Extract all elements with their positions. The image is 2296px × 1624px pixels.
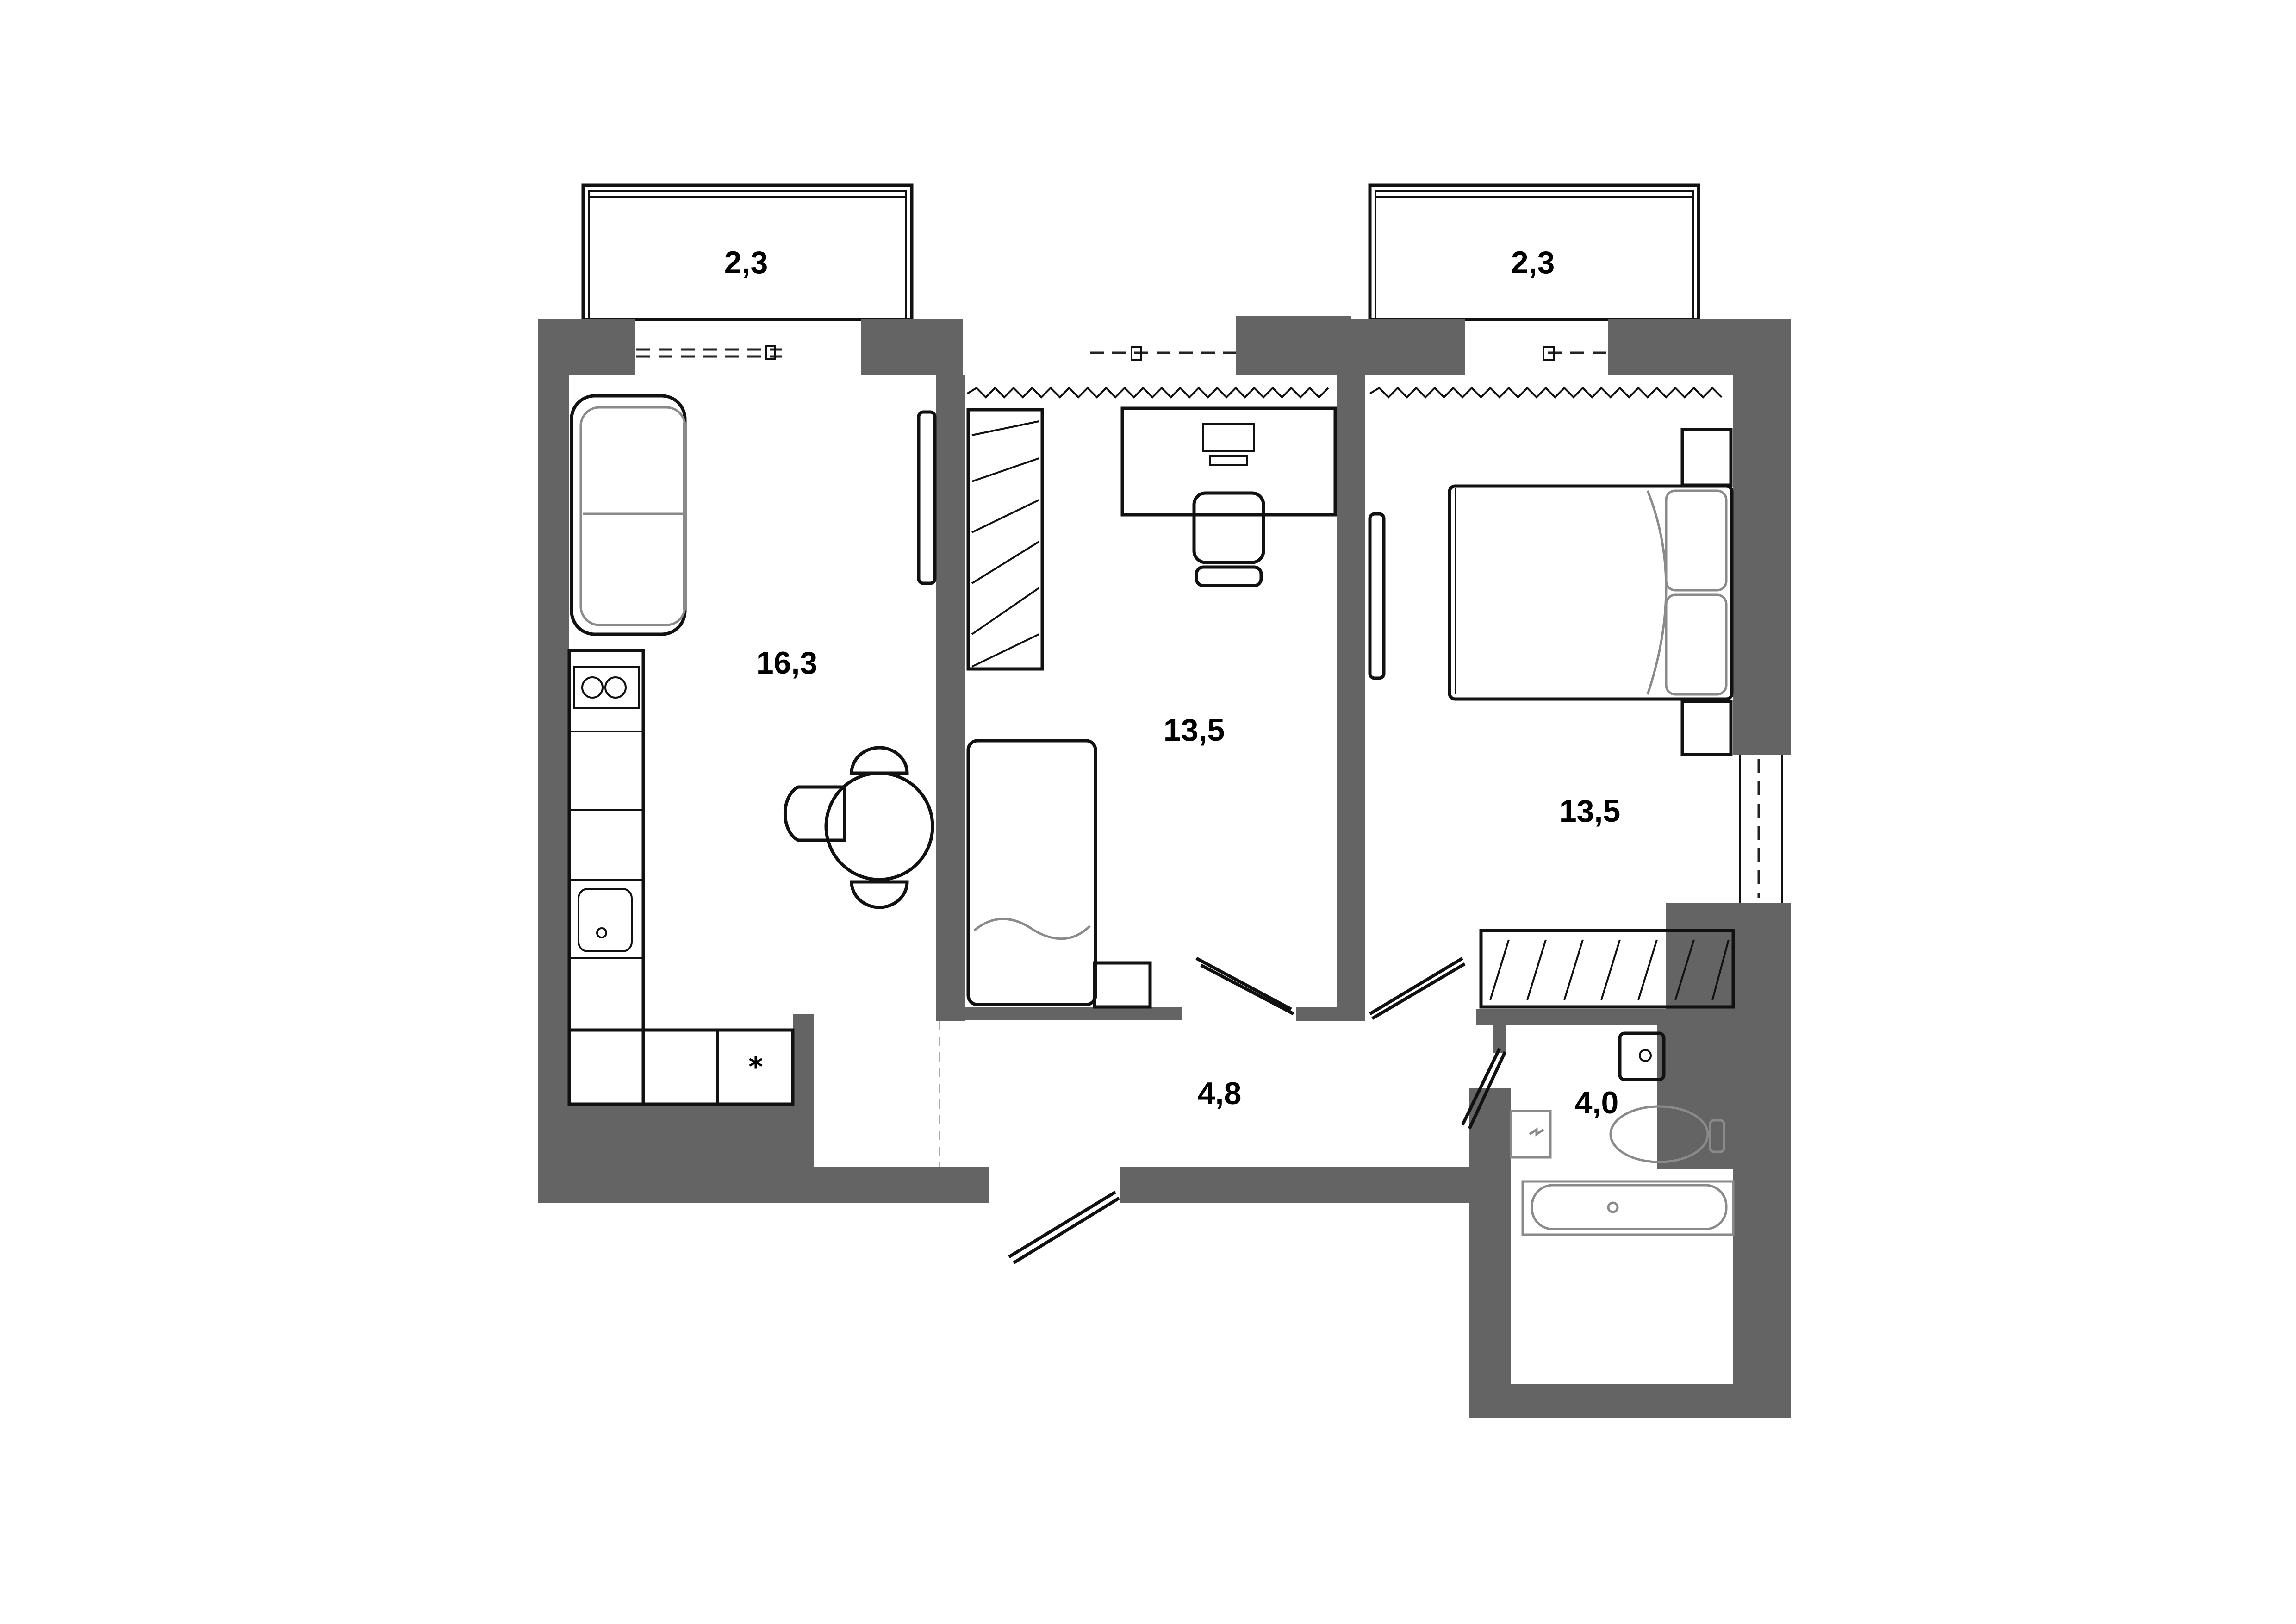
middle-bedroom-furniture <box>966 406 1337 1016</box>
kitchen-living-area: 16,3 <box>756 645 817 681</box>
windows <box>636 345 1791 903</box>
hallway-elements <box>939 1021 1507 1264</box>
balcony-left <box>581 183 914 321</box>
bathroom-area: 4,0 <box>1575 1085 1619 1120</box>
hallway-area: 4,8 <box>1198 1076 1242 1111</box>
balcony-right <box>1368 183 1700 321</box>
curtains <box>966 387 1723 399</box>
area-labels: 2,3 2,3 16,3 13,5 13,5 4,8 4,0 * <box>724 245 1620 1120</box>
balcony-right-area: 2,3 <box>1511 245 1555 280</box>
bedroom-middle-area: 13,5 <box>1164 712 1225 748</box>
walls <box>538 316 1791 1418</box>
marker-asterisk: * <box>748 1051 763 1083</box>
kitchen-furniture <box>567 394 937 1106</box>
bedroom-right-area: 13,5 <box>1559 793 1620 829</box>
balcony-left-area: 2,3 <box>724 245 768 280</box>
bathroom-fixtures <box>1510 1031 1735 1236</box>
right-bedroom-furniture <box>1368 428 1735 1020</box>
